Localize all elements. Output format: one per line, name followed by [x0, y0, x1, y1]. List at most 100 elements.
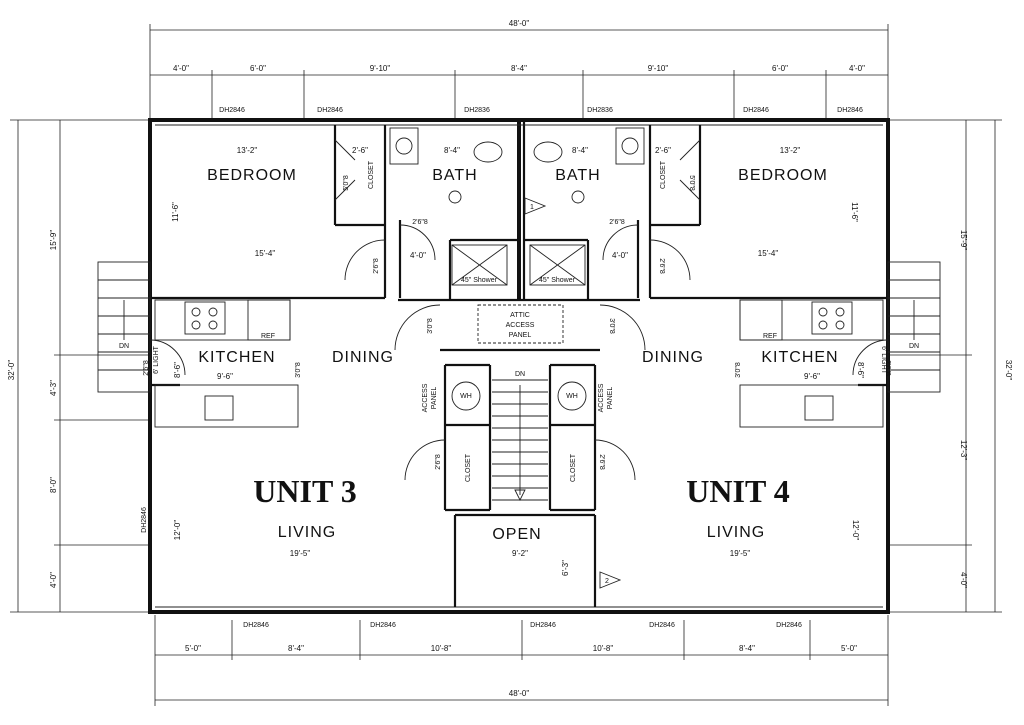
attic-label-3: PANEL	[509, 332, 532, 339]
room-label-open: OPEN	[492, 526, 541, 543]
dim-living-depth-left: 12'-0"	[173, 520, 182, 541]
dim-overall-bottom: 48'-0"	[509, 689, 530, 698]
shower-label-left: 45" Shower	[461, 277, 498, 284]
door-attic-right: 3'0"8	[608, 318, 615, 334]
door-bedroom-left: 2'6"8	[373, 258, 380, 274]
dim-bedroom-depth-right: 11'-6"	[850, 202, 859, 222]
dim-top-1: 4'-0"	[173, 64, 189, 73]
dim-bath-right: 8'-4"	[572, 146, 588, 155]
room-label-living-right: LIVING	[707, 524, 765, 541]
dim-kitchen-side-left: 8'-6"	[173, 362, 182, 378]
water-heater-right: WH	[566, 393, 578, 400]
door-bedroom-right: 2'6"8	[658, 258, 665, 274]
closet-label-bedroom-right: CLOSET	[660, 160, 667, 189]
marker-2: 2	[605, 578, 609, 585]
dim-top-5: 9'-10"	[648, 64, 669, 73]
room-label-dining-right: DINING	[642, 349, 704, 366]
dim-bedroom-width-right: 13'-2"	[780, 146, 801, 155]
room-label-kitchen-right: KITCHEN	[761, 349, 838, 366]
light-label-left: 6' LIGHT	[153, 345, 160, 374]
dim-hall-left: 4'-0"	[410, 251, 426, 260]
light-label-right: 6' LIGHT	[880, 346, 887, 375]
window-label-bottom-5: DH2846	[776, 622, 802, 629]
dim-closet-right: 2'-6"	[655, 146, 671, 155]
closet-label-bedroom-left: CLOSET	[368, 160, 375, 189]
door-closet-left: 5'0"8	[343, 175, 350, 191]
door-closet-center-right: 2'6"8	[598, 454, 605, 470]
dim-top-2: 6'-0"	[250, 64, 266, 73]
exterior-stair-right	[887, 261, 941, 393]
room-label-bedroom-right: BEDROOM	[738, 167, 828, 184]
window-label-top-4: DH2836	[587, 107, 613, 114]
dim-right-1: 15'-9"	[959, 230, 968, 251]
window-label-top-3: DH2836	[464, 107, 490, 114]
dim-overall-left: 32'-0"	[7, 360, 16, 381]
attic-label-1: ATTIC	[510, 312, 530, 319]
room-label-kitchen-left: KITCHEN	[198, 349, 275, 366]
dim-top-7: 4'-0"	[849, 64, 865, 73]
unit-label-left: UNIT 3	[253, 473, 356, 509]
door-kitchen-right: 3'0"8	[735, 362, 742, 378]
dim-top-4: 8'-4"	[511, 64, 527, 73]
marker-1: 1	[530, 204, 534, 211]
dim-open-depth: 6'-3"	[561, 560, 570, 576]
door-kitchen-left: 3'0"8	[295, 362, 302, 378]
dim-hall-right: 4'-0"	[612, 251, 628, 260]
dimension-lines	[10, 24, 1002, 706]
fixtures	[154, 127, 884, 428]
door-bath-left: 2'6"8	[412, 219, 428, 226]
dim-top-6: 6'-0"	[772, 64, 788, 73]
dim-bedroom-len-right: 15'-4"	[758, 249, 779, 258]
water-heater-left: WH	[460, 393, 472, 400]
dim-bedroom-depth-left: 11'-6"	[171, 202, 180, 222]
room-label-bedroom-left: BEDROOM	[207, 167, 297, 184]
dim-bottom-4: 10'-8"	[593, 644, 614, 653]
dim-left-3: 8'-0"	[49, 477, 58, 493]
window-label-top-6: DH2846	[837, 107, 863, 114]
dim-top-3: 9'-10"	[370, 64, 391, 73]
dim-bedroom-len-left: 15'-4"	[255, 249, 276, 258]
section-markers	[524, 197, 622, 589]
access-panel-right-1: ACCESS	[598, 383, 605, 412]
dim-bottom-2: 8'-4"	[288, 644, 304, 653]
dim-left-1: 15'-9"	[49, 230, 58, 251]
exterior-stair-left-label: DN	[119, 343, 129, 350]
window-label-bottom-1: DH2846	[243, 622, 269, 629]
dim-bottom-3: 10'-8"	[431, 644, 452, 653]
room-label-living-left: LIVING	[278, 524, 336, 541]
dim-right-2: 12'-3"	[959, 440, 968, 461]
window-label-top-5: DH2846	[743, 107, 769, 114]
window-label-side: DH2846	[141, 507, 148, 533]
stair-down-label: DN	[515, 371, 525, 378]
access-panel-left-2: PANEL	[431, 387, 438, 410]
door-entry-left: 2'6"8	[143, 360, 150, 376]
interior-walls	[150, 125, 888, 607]
room-label-bath-right: BATH	[555, 167, 600, 184]
door-swings	[149, 139, 889, 481]
dim-bottom-6: 5'-0"	[841, 644, 857, 653]
shower-label-right: 45" Shower	[539, 277, 576, 284]
window-label-top-1: DH2846	[219, 107, 245, 114]
dim-bottom-1: 5'-0"	[185, 644, 201, 653]
attic-label-2: ACCESS	[506, 322, 535, 329]
dim-living-left: 19'-5"	[290, 549, 311, 558]
closet-label-center-right: CLOSET	[570, 453, 577, 482]
window-label-bottom-3: DH2846	[530, 622, 556, 629]
room-label-bath-left: BATH	[432, 167, 477, 184]
door-entry-right: 2'6"8	[884, 360, 891, 376]
door-closet-right: 5'0"8	[688, 175, 695, 191]
access-panel-right-2: PANEL	[607, 387, 614, 410]
window-label-bottom-4: DH2846	[649, 622, 675, 629]
closet-label-center-left: CLOSET	[465, 453, 472, 482]
room-label-dining-left: DINING	[332, 349, 394, 366]
dim-right-3: 4'-0"	[959, 572, 968, 588]
dim-bottom-5: 8'-4"	[739, 644, 755, 653]
door-bath-right: 2'6"8	[609, 219, 625, 226]
window-label-top-2: DH2846	[317, 107, 343, 114]
door-closet-center-left: 2'6"8	[435, 454, 442, 470]
ref-label-right: REF	[763, 333, 777, 340]
dim-overall-right: 32'-0"	[1004, 360, 1013, 381]
exterior-stair-right-label: DN	[909, 343, 919, 350]
window-label-bottom-2: DH2846	[370, 622, 396, 629]
